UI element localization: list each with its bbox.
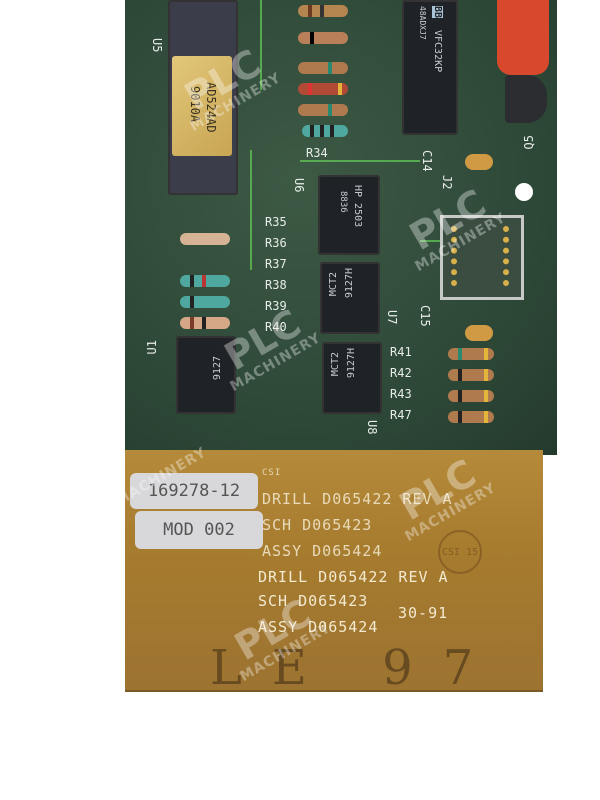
silk-label: R37	[265, 257, 287, 271]
trace	[250, 150, 252, 270]
mounting-hole	[515, 183, 533, 201]
silk-label: R36	[265, 236, 287, 250]
ceramic-capacitor	[465, 325, 493, 341]
silk-label: U8	[365, 420, 379, 435]
handwritten-mark: LE 97	[210, 640, 504, 696]
mct2-chip: MCT2 9127H	[322, 342, 382, 414]
resistor	[284, 62, 362, 74]
silk-label: U6	[292, 178, 306, 193]
silk-label: C14	[420, 150, 434, 172]
silk-label: R47	[390, 408, 412, 422]
u1-chip: 9127	[176, 336, 236, 414]
part-number-sticker: 169278-12	[130, 473, 258, 509]
board-text: CSI	[262, 468, 282, 478]
silk-label: R35	[265, 215, 287, 229]
resistor	[166, 296, 244, 308]
resistor	[288, 125, 362, 137]
resistor	[284, 5, 362, 17]
resistor	[166, 317, 244, 329]
ceramic-capacitor	[465, 154, 493, 170]
board-text: ASSY D065424	[258, 618, 379, 636]
hp2503-chip: HP 2503 8836	[318, 175, 380, 255]
date-code: 30-91	[398, 604, 449, 622]
resistor	[166, 233, 244, 245]
board-text: DRILL D065422 REV A	[262, 490, 453, 508]
film-capacitor	[497, 0, 549, 75]
resistor	[284, 104, 362, 116]
resistor	[434, 369, 508, 381]
silk-label: R39	[265, 299, 287, 313]
resistor	[434, 348, 508, 360]
silk-label: R41	[390, 345, 412, 359]
board-text: ASSY D065424	[262, 542, 383, 560]
silk-label: R40	[265, 320, 287, 334]
board-text: SCH D065423	[258, 592, 369, 610]
trace	[260, 0, 262, 90]
silk-label: U7	[385, 310, 399, 325]
silk-label: R43	[390, 387, 412, 401]
silk-label: U5	[150, 38, 164, 53]
chip-label: AD524AD	[204, 82, 218, 133]
mod-sticker: MOD 002	[135, 511, 263, 549]
vfc32kp-chip: BB VFC32KP 48ADXJ7	[402, 0, 458, 135]
csi-stamp: CSI 15	[438, 530, 482, 574]
trace	[300, 160, 420, 162]
mct2-chip: MCT2 9127H	[320, 262, 380, 334]
silk-label: J2	[440, 175, 454, 190]
j2-socket	[440, 215, 524, 300]
u5-chip: AD524AD 9010A	[168, 0, 238, 195]
silk-label: R38	[265, 278, 287, 292]
transistor	[505, 75, 547, 123]
resistor	[284, 32, 362, 44]
silk-label: R42	[390, 366, 412, 380]
chip-label: 9010A	[188, 86, 202, 123]
silk-label: C15	[418, 305, 432, 327]
resistor	[434, 390, 508, 402]
board-text: DRILL D065422 REV A	[258, 568, 449, 586]
resistor	[166, 275, 244, 287]
resistor	[434, 411, 508, 423]
silk-label: R34	[306, 146, 328, 160]
silk-label: Q5	[522, 135, 536, 150]
board-text: SCH D065423	[262, 516, 373, 534]
resistor	[284, 83, 362, 95]
silk-label: U1	[145, 340, 159, 355]
